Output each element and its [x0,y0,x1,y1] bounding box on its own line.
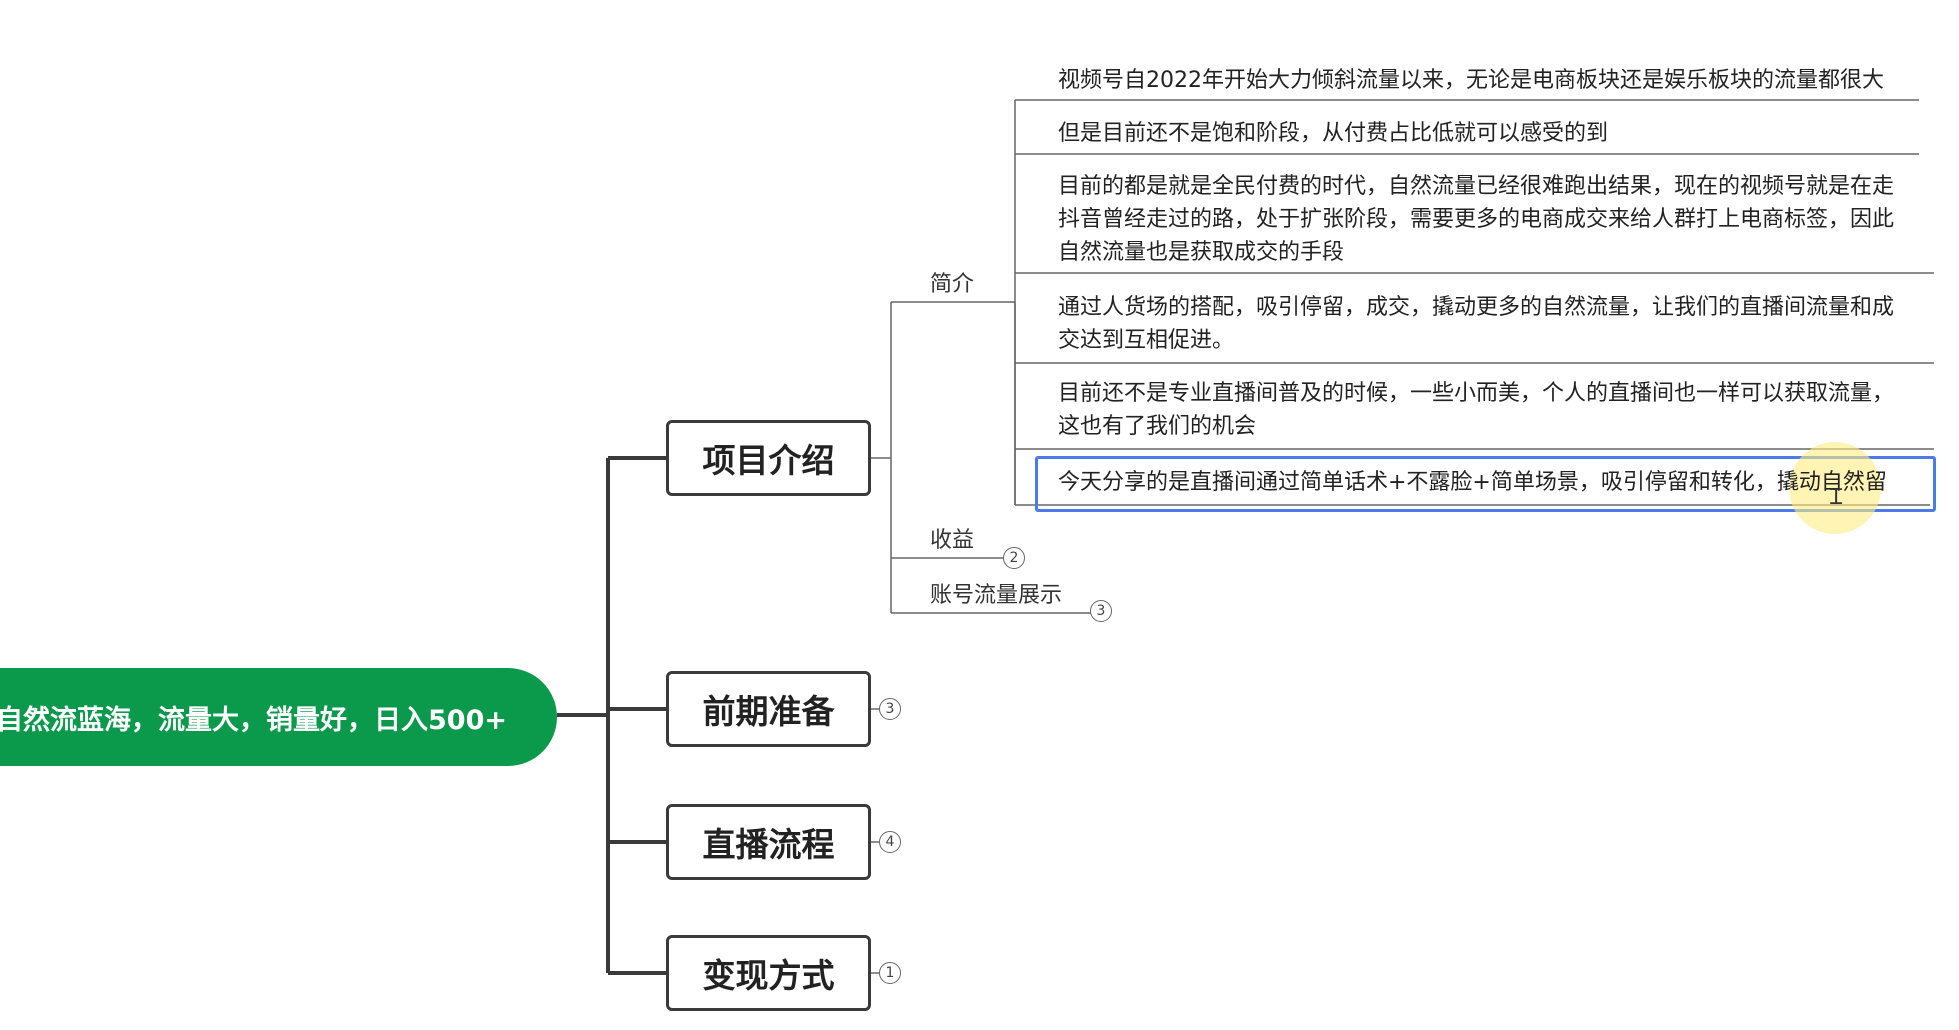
topic-badge-stubs [871,708,879,974]
collapsed-count-badge[interactable]: 3 [1090,600,1112,622]
note-line: 目前的都是就是全民付费的时代，自然流量已经很难跑出结果，现在的视频号就是在走 [1058,174,1895,199]
collapsed-count-badge[interactable]: 2 [1003,547,1025,569]
collapsed-count-badge[interactable]: 1 [879,962,901,984]
note-line: 视频号自2022年开始大力倾斜流量以来，无论是电商板块还是娱乐板块的流量都很大 [1058,68,1884,93]
topic-monetization[interactable]: 变现方式 [666,935,871,1011]
note-line: 这也有了我们的机会 [1058,414,1257,439]
note-line: 交达到互相促进。 [1058,328,1235,353]
subtopic-account-traffic[interactable]: 账号流量展示 [930,583,1063,608]
note-lines [1014,99,1934,506]
topic-project-intro[interactable]: 项目介绍 [666,420,871,496]
subtopic-earnings[interactable]: 收益 [930,528,975,553]
note-line: 今天分享的是直播间通过简单话术+不露脸+简单场景，吸引停留和转化，撬动自然留 [1058,470,1887,495]
subtopic-lines [871,301,1097,614]
cursor-highlight [1789,442,1881,534]
topic-live-process[interactable]: 直播流程 [666,804,871,880]
central-topic[interactable]: 自然流蓝海，流量大，销量好，日入500+ [0,668,557,766]
note-item[interactable]: 目前还不是专业直播间普及的时候，一些小而美，个人的直播间也一样可以获取流量， 这… [1058,377,1894,443]
topic-preparation[interactable]: 前期准备 [666,671,871,747]
note-item[interactable]: 但是目前还不是饱和阶段，从付费占比低就可以感受的到 [1058,117,1608,150]
note-item[interactable]: 目前的都是就是全民付费的时代，自然流量已经很难跑出结果，现在的视频号就是在走 抖… [1058,170,1894,269]
note-line: 但是目前还不是饱和阶段，从付费占比低就可以感受的到 [1058,121,1609,146]
note-line: 自然流量也是获取成交的手段 [1058,240,1345,265]
selected-note-frame [1035,456,1936,512]
text-cursor-icon: Ɪ [1830,485,1843,510]
note-line: 抖音曾经走过的路，处于扩张阶段，需要更多的电商成交来给人群打上电商标签，因此 [1058,207,1895,232]
note-line: 目前还不是专业直播间普及的时候，一些小而美，个人的直播间也一样可以获取流量， [1058,381,1895,406]
note-item[interactable]: 视频号自2022年开始大力倾斜流量以来，无论是电商板块还是娱乐板块的流量都很大 [1058,64,1884,97]
note-item[interactable]: 通过人货场的搭配，吸引停留，成交，撬动更多的自然流量，让我们的直播间流量和成 交… [1058,291,1894,357]
collapsed-count-badge[interactable]: 4 [879,831,901,853]
subtopic-summary[interactable]: 简介 [930,272,975,297]
collapsed-count-badge[interactable]: 3 [879,698,901,720]
note-line: 通过人货场的搭配，吸引停留，成交，撬动更多的自然流量，让我们的直播间流量和成 [1058,295,1895,320]
note-item-editing[interactable]: 今天分享的是直播间通过简单话术+不露脸+简单场景，吸引停留和转化，撬动自然留 [1058,466,1887,499]
trunk-lines [557,456,666,975]
